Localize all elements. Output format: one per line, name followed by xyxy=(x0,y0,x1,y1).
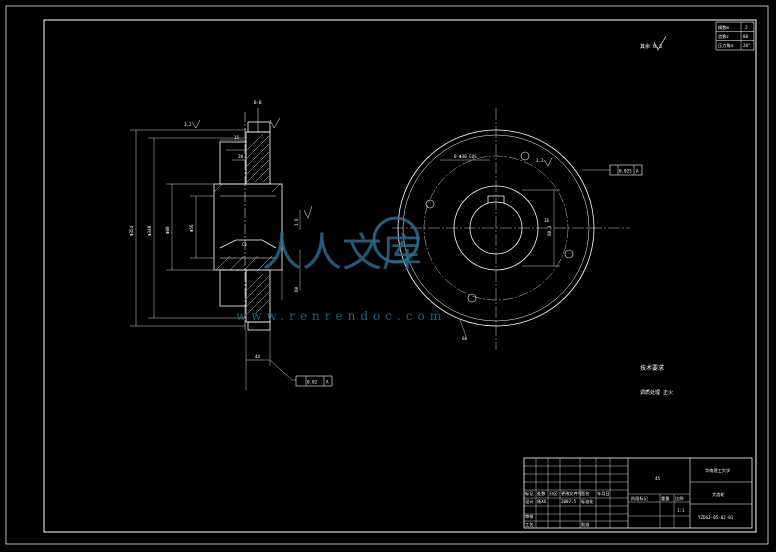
dim-label: 1.6 xyxy=(294,218,299,226)
watermark-url: www.renrendoc.com xyxy=(236,309,446,323)
dim-label: Φ340 xyxy=(147,225,152,236)
header-cell: 处数 xyxy=(537,490,546,497)
stage-label: 比例 xyxy=(675,495,683,502)
outer-border xyxy=(5,5,769,545)
dim-label: 60.3 xyxy=(547,225,552,236)
tolerance-frame-bottom: 0.02 A xyxy=(295,375,333,387)
header-cell: 分区 xyxy=(549,490,557,497)
dim-label: Φ354 xyxy=(129,225,134,236)
tolerance-datum: A xyxy=(636,169,639,174)
dim-label: 60 xyxy=(294,286,299,292)
dim-label: C1 xyxy=(242,242,248,247)
row-cell: 工艺 xyxy=(525,522,533,527)
roughness-symbol-global: 其余 6.3 xyxy=(640,35,667,51)
section-label: B-B xyxy=(254,100,262,105)
table-cell: 88 xyxy=(743,34,749,39)
watermark-logo-icon xyxy=(372,216,420,264)
dim-label: 3.2 xyxy=(184,122,192,127)
row-cell: 杨XX xyxy=(537,498,547,505)
header-cell: 更改文件号 xyxy=(561,490,582,497)
stage-label: 阶段标记 xyxy=(631,495,649,502)
dim-label: Φ56 xyxy=(189,224,194,232)
front-view xyxy=(392,108,630,350)
row-cell: 2007.5 xyxy=(561,499,577,504)
dim-label: 3.2 xyxy=(536,158,544,163)
notes-title: 技术要求 xyxy=(640,364,664,372)
dim-label: Φ80 xyxy=(165,226,170,234)
section-view: B-B xyxy=(130,100,301,390)
part-name: 大齿轮 xyxy=(712,491,725,498)
dim-label: 16 xyxy=(544,218,550,223)
dim-label: 44 xyxy=(255,354,261,359)
drawing-number: YZDGJ-05-02-01 xyxy=(698,515,734,520)
table-cell: 20° xyxy=(743,43,751,48)
tolerance-frame-right: 0.025 A xyxy=(609,164,643,176)
header-cell: 标记 xyxy=(525,490,534,497)
title-block xyxy=(523,457,753,529)
school-name: 华南理工大学 xyxy=(705,467,730,474)
header-cell: 签名 xyxy=(581,490,589,497)
notes-line: 调质处理 正火 xyxy=(640,389,673,396)
tolerance-value: 0.025 xyxy=(619,169,632,174)
row-cell: 标准化 xyxy=(581,498,594,505)
scale: 1:1 xyxy=(677,508,685,513)
dim-label: 60 xyxy=(462,336,468,341)
tolerance-value: 0.02 xyxy=(307,380,318,385)
table-cell: 模数m xyxy=(718,24,729,31)
inner-border xyxy=(43,19,757,533)
material: 45 xyxy=(655,476,661,481)
roughness-label: 其余 6.3 xyxy=(640,43,662,50)
title-block-text: 华南理工大学 大齿轮 YZDGJ-05-02-01 45 1:1 阶段标记 重量… xyxy=(525,467,734,528)
front-view-dimensions: 6-Φ30 EQS 60.3 16 3.2 60 xyxy=(454,154,553,341)
row-cell: 设计 xyxy=(525,498,533,505)
table-cell: 齿数z xyxy=(718,33,729,40)
table-cell: 压力角α xyxy=(718,42,734,49)
section-view-dimensions: 3.2 Φ354 Φ340 Φ80 Φ56 15 20 C1 44 1.6 60 xyxy=(129,117,313,359)
dim-label: 6-Φ30 EQS xyxy=(454,154,477,159)
row-cell: 审核 xyxy=(525,513,534,520)
tolerance-datum: A xyxy=(326,380,329,385)
gear-parameter-table: 模数m 2 齿数z 88 压力角α 20° xyxy=(715,21,755,51)
dim-label: 20 xyxy=(238,154,244,159)
header-cell: 年月日 xyxy=(597,490,610,497)
row-cell: 批准 xyxy=(581,521,589,528)
watermark-glyphs: 人人文库 xyxy=(262,230,422,276)
dim-label: 15 xyxy=(234,135,240,140)
table-cell: 2 xyxy=(745,25,748,30)
technical-requirements: 技术要求 调质处理 正火 xyxy=(640,364,673,396)
stage-label: 重量 xyxy=(661,495,669,502)
watermark: 人人文库 www.renrendoc.com xyxy=(236,216,446,323)
